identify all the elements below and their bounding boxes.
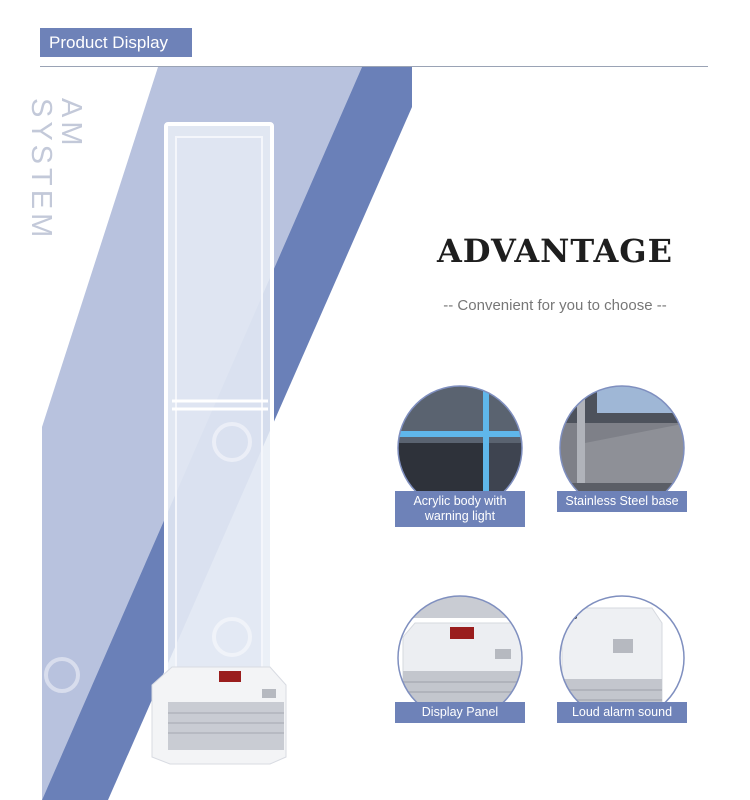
feature-label-loud-alarm-sound: Loud alarm sound: [557, 702, 687, 723]
feature-label-acrylic-body: Acrylic body with warning light: [395, 491, 525, 527]
feature-display-panel: Display Panel: [395, 593, 525, 753]
stainless-steel-base-photo: [559, 385, 685, 511]
feature-loud-alarm-sound: Loud alarm sound: [557, 593, 687, 753]
display-panel-photo: [397, 595, 523, 721]
feature-acrylic-body: Acrylic body with warning light: [395, 383, 525, 543]
advantage-subtitle: -- Convenient for you to choose --: [443, 297, 667, 314]
advantage-title: ADVANTAGE: [436, 232, 674, 270]
product-display-tab: Product Display: [40, 28, 192, 57]
feature-label-display-panel: Display Panel: [395, 702, 525, 723]
am-system-vertical-text: AM SYSTEM: [25, 98, 87, 242]
product-background-art: [42, 67, 412, 800]
alarm-speaker-photo: [559, 595, 685, 721]
feature-stainless-steel-base: Stainless Steel base: [557, 383, 687, 543]
header-divider: [40, 66, 708, 67]
antenna-product-image: [151, 122, 287, 765]
acrylic-body-photo: [397, 385, 523, 511]
feature-label-stainless-steel-base: Stainless Steel base: [557, 491, 687, 512]
